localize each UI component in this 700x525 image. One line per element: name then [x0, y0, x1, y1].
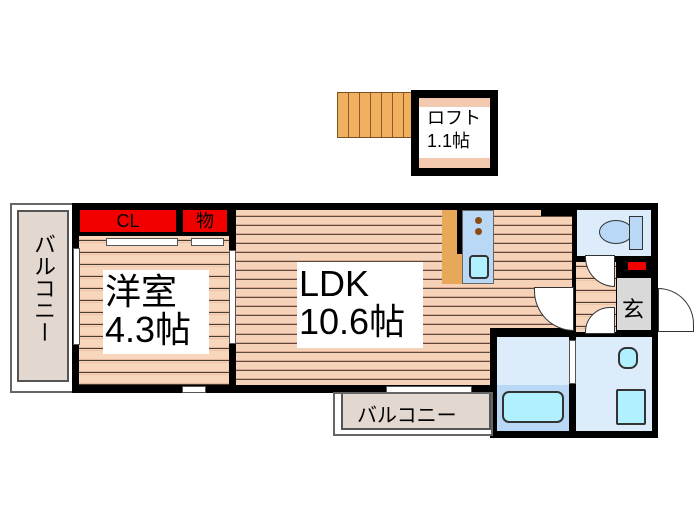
balcony-bottom: バルコニー [333, 392, 493, 436]
loft-size: 1.1帖 [427, 131, 471, 151]
window-western-bottom[interactable] [182, 386, 206, 393]
storage-label: 物 [196, 211, 214, 231]
entrance: 玄 [617, 278, 651, 330]
closet: CL [80, 210, 176, 232]
bath-partition[interactable] [569, 340, 576, 384]
western-room-name: 洋室 [105, 271, 178, 312]
western-room-label: 洋室 4.3帖 [103, 270, 209, 354]
storage: 物 [183, 210, 227, 232]
wash-basin [618, 347, 638, 369]
closet-label: CL [116, 211, 140, 231]
kitchen-stove [462, 210, 494, 284]
toilet-tank [629, 216, 643, 250]
entrance-door[interactable] [658, 288, 694, 332]
balcony-left-label: バルコニー [31, 233, 56, 343]
balcony-left: バルコニー [10, 203, 74, 393]
western-room-size: 4.3帖 [105, 308, 192, 350]
washroom-right [576, 337, 652, 431]
closet-door[interactable] [106, 238, 178, 246]
entrance-label: 玄 [622, 297, 645, 322]
bathtub-area [497, 385, 569, 431]
shoe-cabinet [628, 262, 646, 270]
storage-door[interactable] [191, 238, 224, 246]
washing-machine [616, 389, 646, 425]
loft: ロフト 1.1帖 [411, 90, 498, 176]
bathtub [502, 391, 564, 423]
toilet-bowl [599, 220, 633, 244]
ldk-size: 10.6帖 [299, 300, 406, 342]
balcony-bottom-label: バルコニー [357, 405, 457, 427]
ldk-name: LDK [299, 263, 370, 304]
loft-name: ロフト [427, 108, 481, 128]
sliding-door-western-ldk[interactable] [229, 250, 236, 344]
loft-stairs [337, 92, 413, 138]
ldk-label: LDK 10.6帖 [297, 262, 423, 348]
kitchen-sink [469, 255, 489, 279]
toilet-room [577, 210, 651, 256]
window-western-left[interactable] [73, 248, 80, 345]
